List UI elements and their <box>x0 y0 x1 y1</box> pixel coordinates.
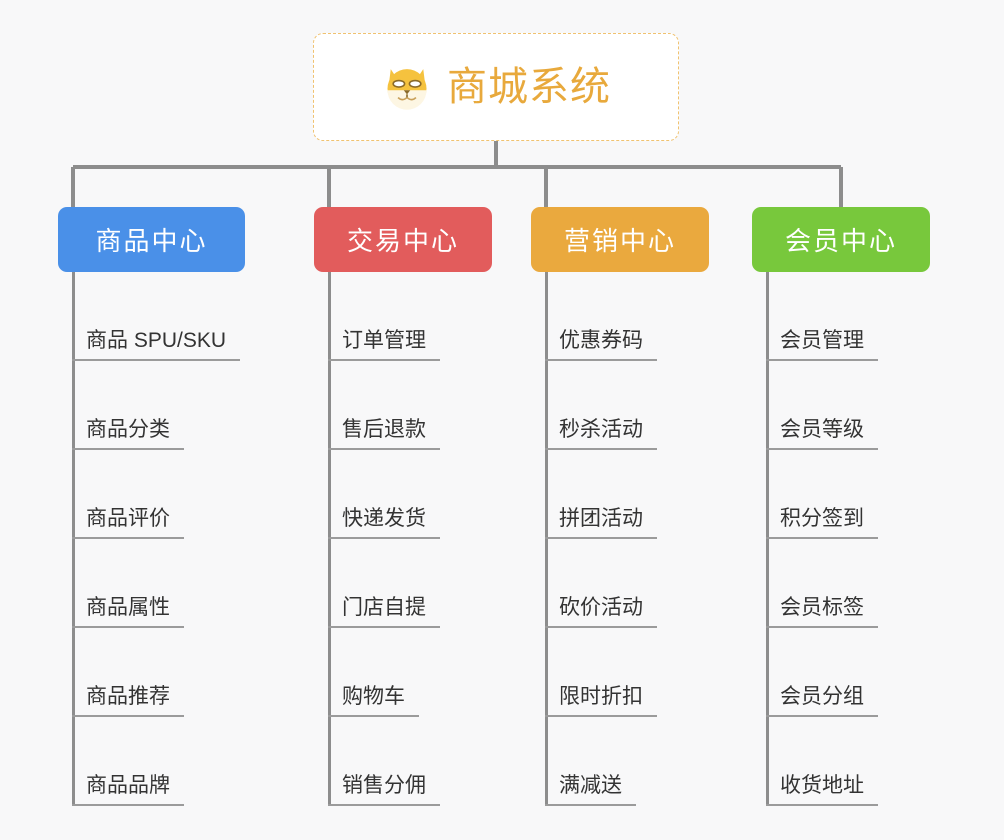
spine-member-center <box>766 272 769 806</box>
leaf-item[interactable]: 会员分组 <box>752 628 930 717</box>
leaf-item[interactable]: 商品分类 <box>58 361 245 450</box>
spine-product-center <box>72 272 75 806</box>
category-header-product-center[interactable]: 商品中心 <box>58 207 245 272</box>
leaf-item-label: 会员标签 <box>766 596 878 628</box>
leaf-item-label: 门店自提 <box>328 596 440 628</box>
leaf-item[interactable]: 满减送 <box>531 717 709 806</box>
leaf-item[interactable]: 购物车 <box>314 628 492 717</box>
leaf-item[interactable]: 商品推荐 <box>58 628 245 717</box>
leaf-item[interactable]: 销售分佣 <box>314 717 492 806</box>
column-marketing-center: 营销中心优惠券码秒杀活动拼团活动砍价活动限时折扣满减送 <box>531 207 709 806</box>
leaf-item-label: 拼团活动 <box>545 507 657 539</box>
leaf-item[interactable]: 商品品牌 <box>58 717 245 806</box>
leaf-item[interactable]: 商品 SPU/SKU <box>58 272 245 361</box>
column-member-center: 会员中心会员管理会员等级积分签到会员标签会员分组收货地址 <box>752 207 930 806</box>
leaf-item-label: 会员分组 <box>766 685 878 717</box>
root-title: 商城系统 <box>447 65 611 109</box>
leaf-item[interactable]: 收货地址 <box>752 717 930 806</box>
leaf-item[interactable]: 商品评价 <box>58 450 245 539</box>
leaf-item-label: 商品品牌 <box>72 774 184 806</box>
leaf-item-label: 商品推荐 <box>72 685 184 717</box>
leaf-item[interactable]: 商品属性 <box>58 539 245 628</box>
leaf-item[interactable]: 砍价活动 <box>531 539 709 628</box>
leaf-item[interactable]: 售后退款 <box>314 361 492 450</box>
column-product-center: 商品中心商品 SPU/SKU 商品分类商品评价商品属性商品推荐商品品牌 <box>58 207 245 806</box>
leaf-item[interactable]: 会员标签 <box>752 539 930 628</box>
leaf-item-label: 快递发货 <box>328 507 440 539</box>
leaf-list-member-center: 会员管理会员等级积分签到会员标签会员分组收货地址 <box>752 272 930 806</box>
leaf-list-trade-center: 订单管理售后退款快递发货门店自提购物车销售分佣 <box>314 272 492 806</box>
leaf-item-label: 订单管理 <box>328 329 440 361</box>
leaf-item-label: 商品属性 <box>72 596 184 628</box>
leaf-item-label: 优惠券码 <box>545 329 657 361</box>
leaf-item-label: 限时折扣 <box>545 685 657 717</box>
leaf-item-label: 满减送 <box>545 774 636 806</box>
leaf-item-label: 砍价活动 <box>545 596 657 628</box>
leaf-item-label: 售后退款 <box>328 418 440 450</box>
leaf-item-label: 秒杀活动 <box>545 418 657 450</box>
root-node[interactable]: 商城系统 <box>313 33 679 141</box>
leaf-item-label: 会员管理 <box>766 329 878 361</box>
shiba-dog-face-icon <box>387 69 427 110</box>
leaf-item[interactable]: 快递发货 <box>314 450 492 539</box>
leaf-item[interactable]: 秒杀活动 <box>531 361 709 450</box>
category-header-trade-center[interactable]: 交易中心 <box>314 207 492 272</box>
leaf-item-label: 商品分类 <box>72 418 184 450</box>
column-trade-center: 交易中心订单管理售后退款快递发货门店自提购物车销售分佣 <box>314 207 492 806</box>
category-header-marketing-center[interactable]: 营销中心 <box>531 207 709 272</box>
spine-trade-center <box>328 272 331 806</box>
leaf-item[interactable]: 会员等级 <box>752 361 930 450</box>
leaf-item[interactable]: 积分签到 <box>752 450 930 539</box>
leaf-item-label: 购物车 <box>328 685 419 717</box>
leaf-list-product-center: 商品 SPU/SKU 商品分类商品评价商品属性商品推荐商品品牌 <box>58 272 245 806</box>
leaf-item[interactable]: 限时折扣 <box>531 628 709 717</box>
leaf-item-label: 商品 SPU/SKU <box>72 329 241 361</box>
leaf-item-label: 会员等级 <box>766 418 878 450</box>
leaf-item-label: 收货地址 <box>766 774 878 806</box>
category-header-member-center[interactable]: 会员中心 <box>752 207 930 272</box>
leaf-item-label: 销售分佣 <box>328 774 440 806</box>
leaf-item[interactable]: 优惠券码 <box>531 272 709 361</box>
leaf-item[interactable]: 会员管理 <box>752 272 930 361</box>
leaf-item[interactable]: 订单管理 <box>314 272 492 361</box>
leaf-item[interactable]: 拼团活动 <box>531 450 709 539</box>
spine-marketing-center <box>545 272 548 806</box>
leaf-list-marketing-center: 优惠券码秒杀活动拼团活动砍价活动限时折扣满减送 <box>531 272 709 806</box>
leaf-item[interactable]: 门店自提 <box>314 539 492 628</box>
leaf-item-label: 积分签到 <box>766 507 878 539</box>
leaf-item-label: 商品评价 <box>72 507 184 539</box>
